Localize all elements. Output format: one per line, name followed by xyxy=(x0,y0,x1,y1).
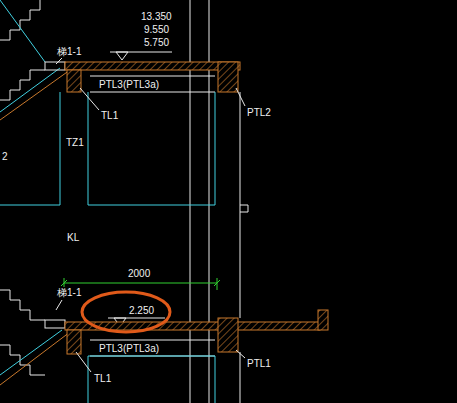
beam-label: TL1 xyxy=(100,110,119,121)
beam-label: KL xyxy=(66,232,80,243)
beam-label: PTL1 xyxy=(246,358,272,369)
elevation-text: 9.550 xyxy=(143,24,170,35)
beam-label: PTL3(PTL3a) xyxy=(98,79,160,90)
section-label: 梯1-1 xyxy=(56,46,82,57)
column-label: TZ1 xyxy=(65,137,85,148)
section-label: 梯1-1 xyxy=(56,287,82,298)
elevation-text: 13.350 xyxy=(140,11,173,22)
dimension-text: 2000 xyxy=(127,268,151,279)
axis-label: 2 xyxy=(1,151,9,162)
elevation-text: 2.250 xyxy=(128,305,155,316)
beam-label: TL1 xyxy=(93,373,112,384)
beam-label: PTL3(PTL3a) xyxy=(98,343,160,354)
elevation-text: 5.750 xyxy=(143,37,170,48)
beam-label: PTL2 xyxy=(246,107,272,118)
